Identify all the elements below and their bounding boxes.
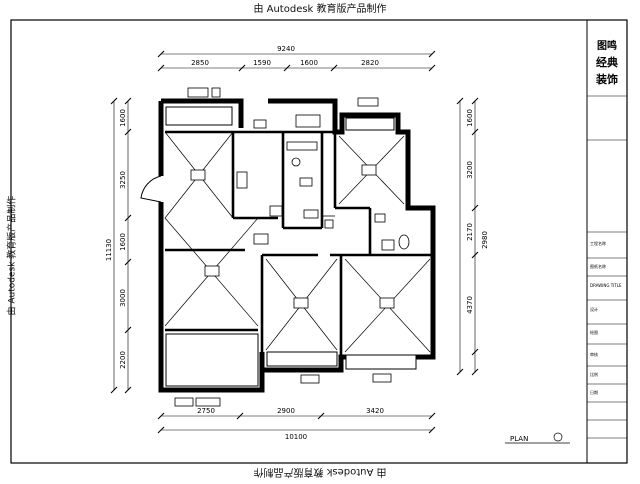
dimension-ticks [110, 50, 479, 434]
watermark-bottom: 由 Autodesk 教育版产品制作 [253, 466, 387, 477]
dim-left-4: 3000 [119, 289, 127, 307]
dim-right-4: 4370 [466, 296, 474, 314]
dim-left-1: 1600 [119, 109, 127, 127]
title-row-draft: 绘图 [590, 329, 598, 335]
dim-top-2: 1590 [253, 59, 271, 67]
logo-line-3: 装饰 [595, 72, 618, 86]
logo-line-1: 图鸣 [597, 39, 617, 52]
room-tags [174, 87, 392, 407]
dim-bottom-1: 2750 [197, 407, 215, 415]
dim-right-1: 1600 [466, 109, 474, 127]
dimension-lines [113, 53, 476, 431]
title-row-drawing-name: 图纸名称 [590, 263, 606, 269]
interior-walls [165, 130, 433, 357]
dim-right-5: 2980 [481, 231, 489, 249]
sheet-border [10, 19, 628, 464]
entry-door [140, 175, 162, 203]
dim-top-3: 1600 [300, 59, 318, 67]
title-block: 图鸣 经典 装饰 工程名称 图纸名称 DRAWING [587, 31, 627, 439]
ceiling-lamps [190, 164, 395, 309]
dim-left-3: 1600 [119, 233, 127, 251]
title-row-check: 审核 [590, 351, 598, 357]
dim-overall-width: 9240 [277, 45, 295, 53]
dim-top-1: 2850 [191, 59, 209, 67]
title-row-design: 设计 [590, 306, 598, 312]
plan-scale-circle [553, 432, 563, 442]
dim-right-2: 3200 [466, 161, 474, 179]
logo-line-2: 经典 [596, 55, 618, 69]
dim-top-4: 2820 [361, 59, 379, 67]
dim-left-5: 2200 [119, 351, 127, 369]
dim-left-2: 3250 [119, 171, 127, 189]
watermark-left: 由 Autodesk 教育版产品制作 [7, 195, 18, 316]
fixtures [236, 119, 410, 251]
title-row-scale: 比例 [590, 371, 598, 377]
dim-bottom-3: 3420 [366, 407, 384, 415]
room-diagonals [164, 131, 431, 353]
windows [165, 106, 417, 387]
dim-bottom-total: 10100 [285, 433, 307, 441]
watermark-top: 由 Autodesk 教育版产品制作 [253, 4, 387, 15]
dim-right-3: 2170 [466, 223, 474, 241]
company-logo-box [589, 31, 625, 93]
title-row-drawing-title: DRAWING TITLE [590, 283, 622, 288]
title-row-project: 工程名称 [590, 240, 606, 246]
plan-label: PLAN [510, 435, 528, 443]
dim-bottom-2: 2900 [277, 407, 295, 415]
title-row-date: 日期 [590, 389, 598, 395]
dim-overall-height: 11130 [105, 239, 113, 261]
